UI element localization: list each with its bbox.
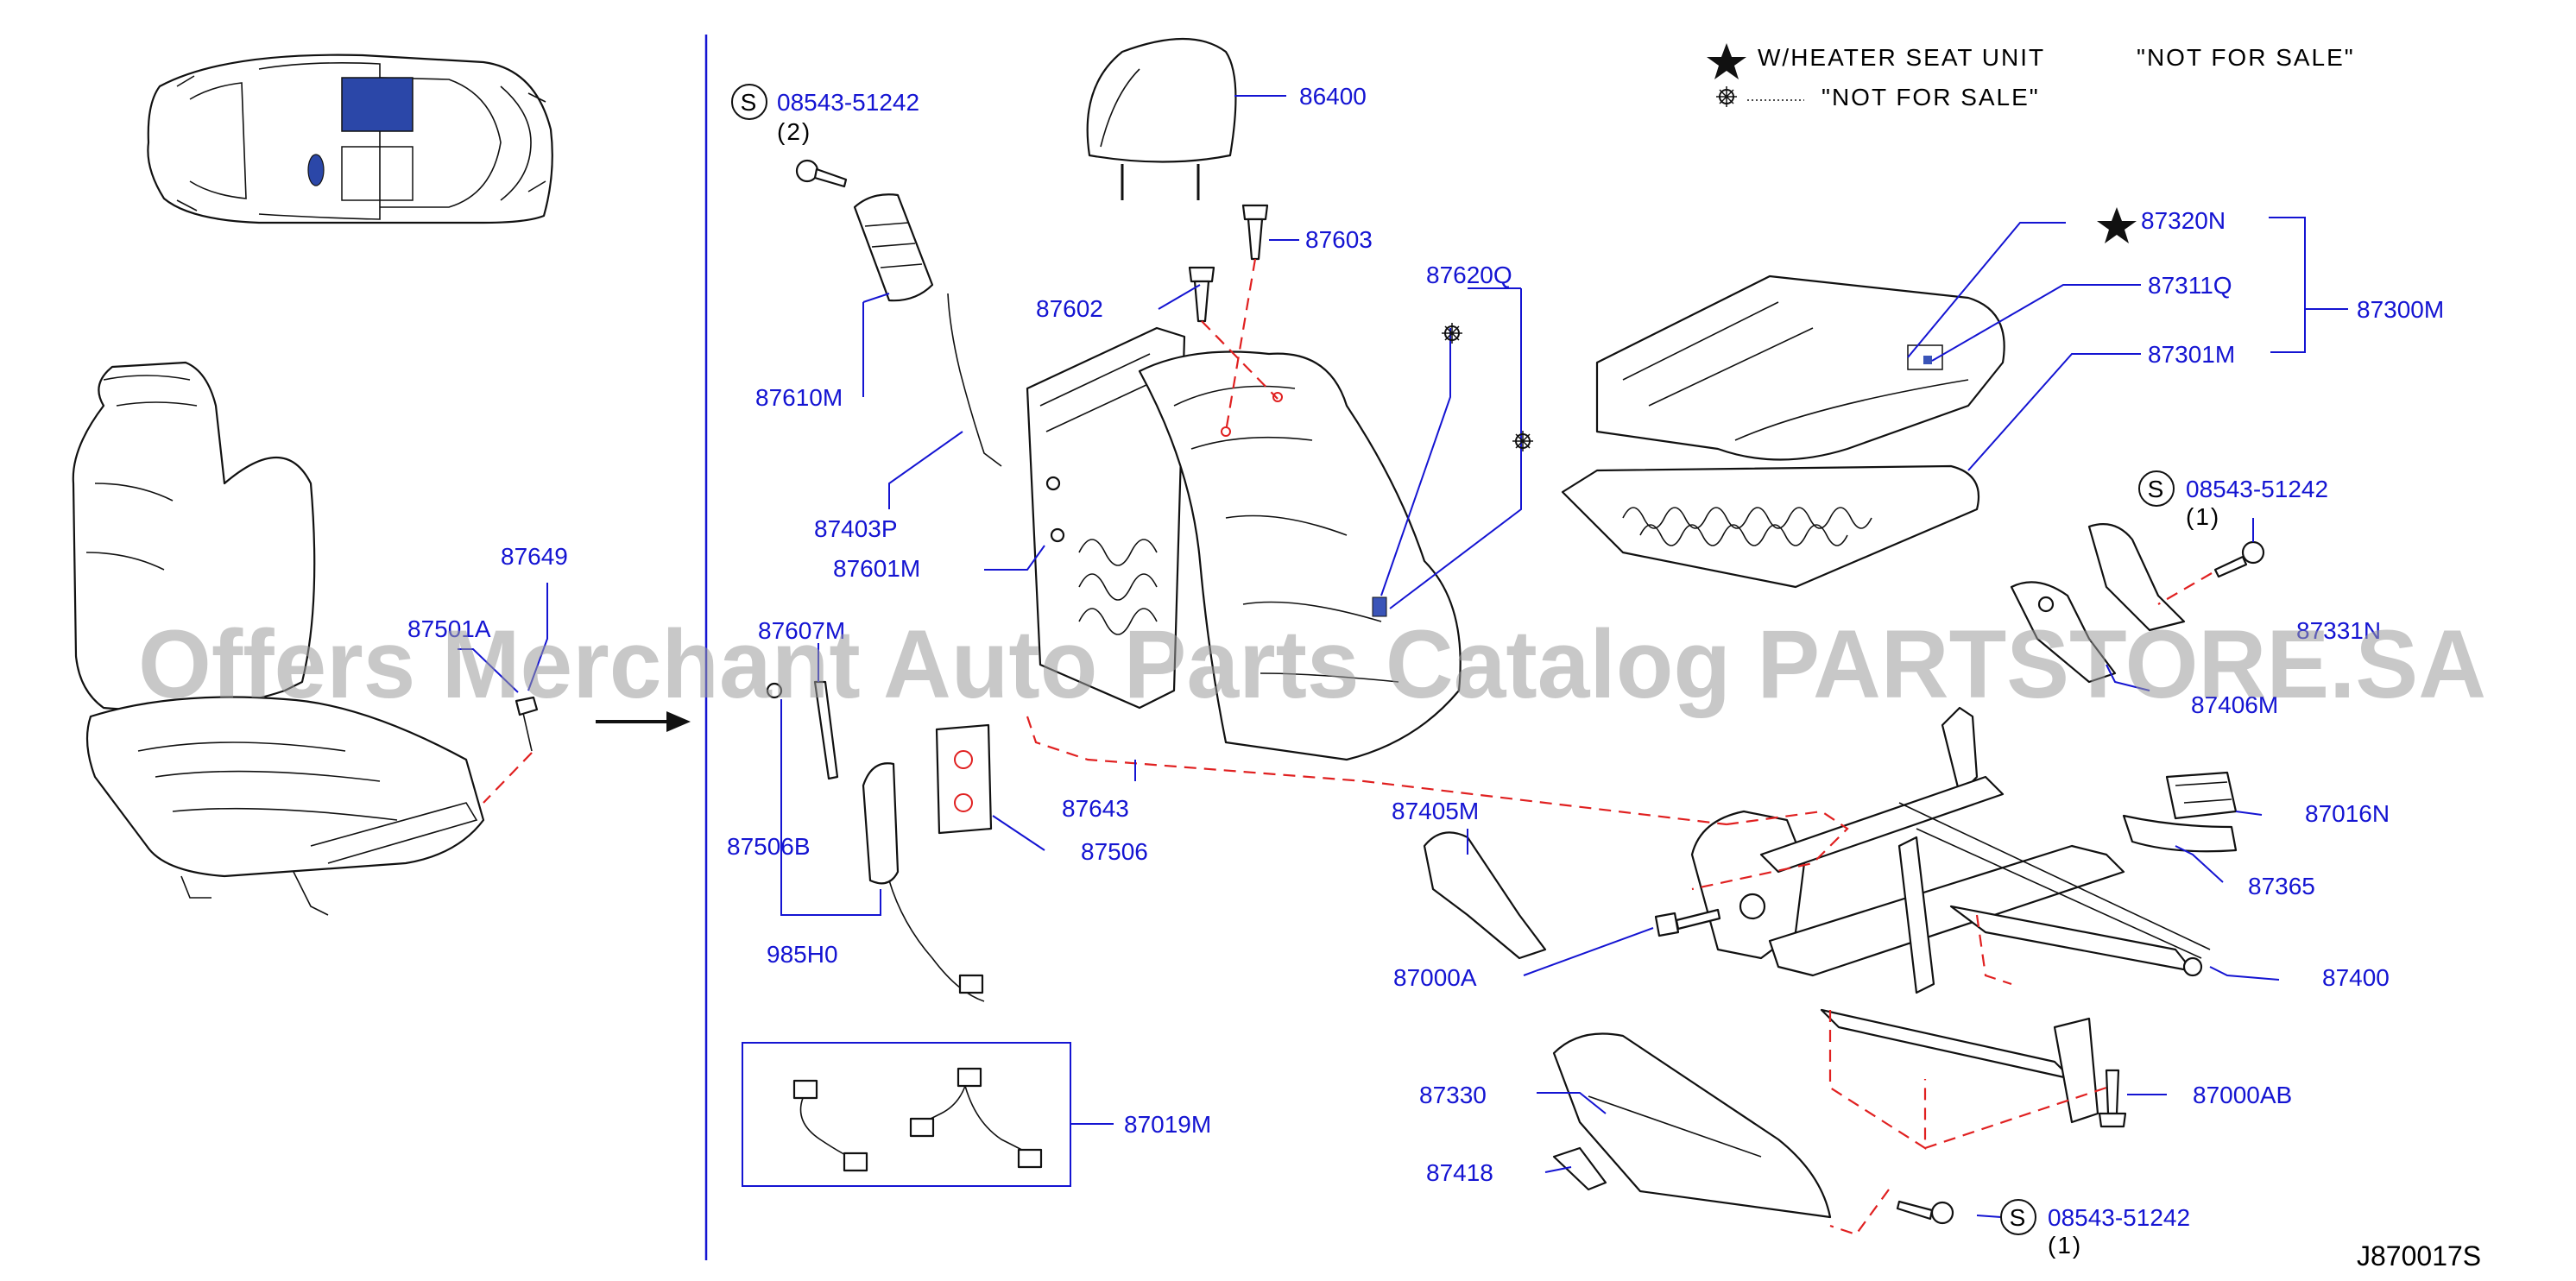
seat-location-highlight <box>341 77 414 132</box>
screw-icon <box>795 159 848 188</box>
part-label-87403P: 87403P <box>814 515 898 542</box>
watermark: Offers Merchant Auto Parts Catalog PARTS… <box>138 610 2486 718</box>
label-screw-right: 08543-51242 <box>2186 476 2328 502</box>
legend-nfs-text: "NOT FOR SALE" <box>1822 84 2040 110</box>
part-label-87000A: 87000A <box>1393 964 1477 991</box>
bolt-icon <box>2098 1069 2127 1128</box>
part-label-87000AB: 87000AB <box>2193 1082 2292 1108</box>
cushion-frame-icon <box>1561 464 1980 589</box>
motor-icon <box>2165 771 2238 820</box>
not-for-sale-symbol-icon <box>1512 431 1533 451</box>
seat-cushion-icon <box>1595 274 2005 461</box>
part-label-87311Q: 87311Q <box>2148 272 2232 299</box>
star-icon <box>1707 43 1746 79</box>
legend: W/HEATER SEAT UNIT "NOT FOR SALE" "NOT F… <box>1707 43 2355 110</box>
part-label-87301M: 87301M <box>2148 341 2235 368</box>
legend-heater-text: W/HEATER SEAT UNIT <box>1758 44 2045 71</box>
part-label-87330: 87330 <box>1419 1082 1487 1108</box>
assembled-seat-icon <box>72 361 539 916</box>
part-label-87649: 87649 <box>501 543 568 570</box>
part-label-87365: 87365 <box>2248 873 2315 899</box>
wire-harness-icon <box>792 1067 1043 1172</box>
part-label-87603: 87603 <box>1305 226 1373 253</box>
part-label-87506B: 87506B <box>727 833 811 860</box>
part-label-87501A: 87501A <box>407 615 491 642</box>
part-label-87405M: 87405M <box>1392 798 1479 824</box>
qty-screw-bottom: (1) <box>2048 1232 2082 1259</box>
screw-badge: S <box>2148 476 2166 502</box>
side-finisher-icon <box>1552 1032 1832 1219</box>
front-cover-icon <box>1423 831 1547 960</box>
diagram-code: J870017S <box>2357 1240 2481 1272</box>
part-labels: 86400 87603 87602 87610M 87403P 87601M 8… <box>407 83 2444 1186</box>
recliner-lever-icon <box>853 193 934 302</box>
not-for-sale-symbol-icon <box>1716 86 1737 107</box>
part-label-87601M: 87601M <box>833 555 920 582</box>
bolt-icon <box>1654 908 1721 937</box>
release-cable-icon <box>947 293 1002 467</box>
screw-icon <box>1896 1200 1954 1225</box>
part-label-87610M: 87610M <box>755 384 843 411</box>
part-label-87406M: 87406M <box>2191 691 2278 718</box>
star-icon <box>2097 207 2137 243</box>
part-label-86400: 86400 <box>1299 83 1367 110</box>
part-label-87019M: 87019M <box>1124 1111 1211 1138</box>
seatback-pad-icon <box>1138 350 1462 761</box>
screw-callout-top: S 08543-51242 (2) <box>731 84 919 145</box>
part-label-87300M: 87300M <box>2357 296 2444 323</box>
harness-box <box>742 1042 1071 1187</box>
screw-icon <box>2213 540 2265 578</box>
belt-anchor-icon <box>766 680 839 780</box>
seat-adjuster-icon <box>1690 706 2211 1124</box>
part-label-87016N: 87016N <box>2305 800 2390 827</box>
headrest-guide-icon <box>1188 204 1269 323</box>
part-label-87320N: 87320N <box>2141 207 2226 234</box>
label-screw-top: 08543-51242 <box>777 89 919 116</box>
screw-badge: S <box>741 89 759 116</box>
part-label-87506: 87506 <box>1081 838 1148 865</box>
screw-callout-right: S 08543-51242 (1) <box>2138 470 2328 530</box>
part-label-87400: 87400 <box>2322 964 2390 991</box>
part-label-87643: 87643 <box>1062 795 1129 822</box>
direction-arrow-icon <box>596 711 691 732</box>
part-label-87620Q: 87620Q <box>1426 262 1512 288</box>
trim-cover-icon <box>2122 814 2238 853</box>
part-label-985H0: 985H0 <box>767 941 838 968</box>
car-top-view-icon <box>147 54 553 224</box>
part-label-87331N: 87331N <box>2296 617 2381 644</box>
part-label-87607M: 87607M <box>758 617 845 644</box>
seatbelt-buckle-icon <box>862 762 985 1002</box>
seatback-frame-icon <box>1026 326 1186 710</box>
bracket-icon <box>935 723 993 835</box>
headrest-icon <box>1086 37 1237 200</box>
leader-lines <box>458 95 2348 1218</box>
screw-badge: S <box>2010 1204 2028 1231</box>
qty-screw-right: (1) <box>2186 503 2220 530</box>
not-for-sale-symbol-icon <box>1442 323 1462 344</box>
legend-heater-note: "NOT FOR SALE" <box>2137 44 2355 71</box>
screw-callout-bottom: S 08543-51242 (1) <box>2000 1199 2190 1259</box>
part-label-87418: 87418 <box>1426 1159 1493 1186</box>
label-screw-bottom: 08543-51242 <box>2048 1204 2190 1231</box>
part-label-87602: 87602 <box>1036 295 1103 322</box>
clip-icon <box>1552 1146 1607 1191</box>
qty-screw-top: (2) <box>777 118 811 145</box>
